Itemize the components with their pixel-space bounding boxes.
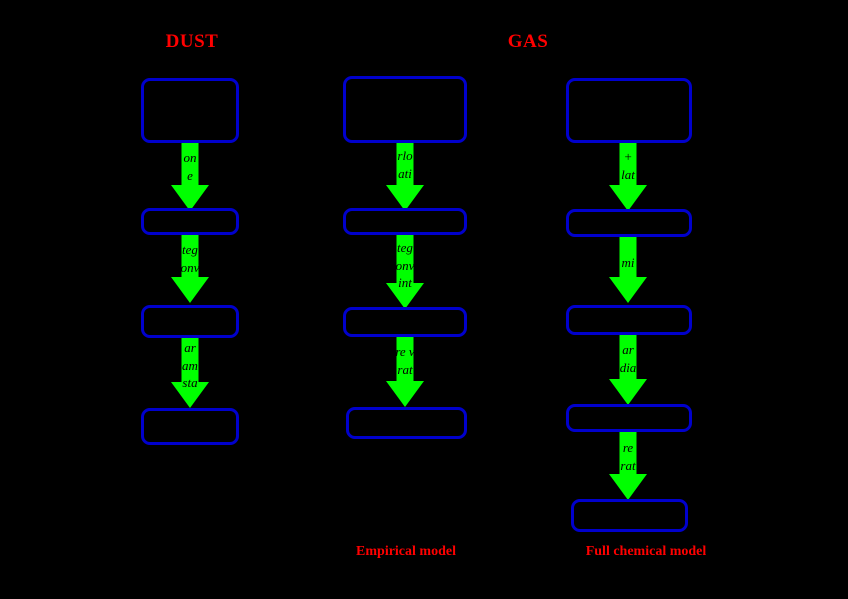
dust-box-4[interactable] — [141, 408, 239, 445]
empirical-box-4[interactable] — [346, 407, 467, 439]
dust-box-3[interactable] — [141, 305, 239, 338]
full-chemical-model-caption: Full chemical model — [585, 544, 707, 559]
empirical-model-caption: Empirical model — [356, 544, 456, 559]
empirical-box-1[interactable] — [343, 76, 467, 143]
chem-box-3[interactable] — [566, 305, 692, 335]
chem-box-5[interactable] — [571, 499, 688, 532]
empirical-box-2[interactable] — [343, 208, 467, 235]
dust-box-1[interactable] — [141, 78, 239, 143]
chem-box-4[interactable] — [566, 404, 692, 432]
empirical-box-3[interactable] — [343, 307, 467, 337]
chem-box-2[interactable] — [566, 209, 692, 237]
chem-box-1[interactable] — [566, 78, 692, 143]
dust-box-2[interactable] — [141, 208, 239, 235]
gas-heading: GAS — [507, 31, 549, 52]
dust-heading: DUST — [165, 31, 219, 52]
